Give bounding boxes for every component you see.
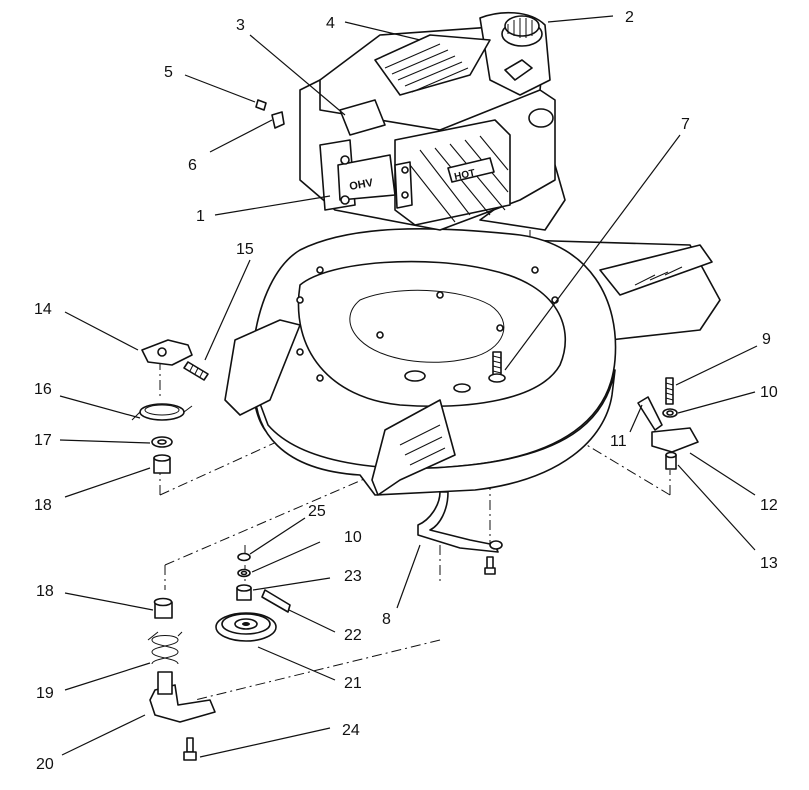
callout-24: 24 xyxy=(342,722,360,739)
callout-8: 8 xyxy=(382,611,391,628)
blade-adapter-assembly xyxy=(215,552,291,642)
engine: OHV HOT xyxy=(299,11,556,231)
callout-10a: 10 xyxy=(760,384,778,401)
lower-pivot-assembly xyxy=(147,597,216,761)
callout-12: 12 xyxy=(760,497,778,514)
callout-1: 1 xyxy=(196,208,205,225)
bolt-7 xyxy=(488,351,506,383)
callout-25: 25 xyxy=(308,503,326,520)
hot-label: HOT xyxy=(453,168,476,183)
callout-15: 15 xyxy=(236,241,254,258)
callout-3: 3 xyxy=(236,17,245,34)
height-adjuster-assembly xyxy=(637,377,699,470)
leader-lines xyxy=(59,15,758,758)
callout-16: 16 xyxy=(34,381,52,398)
callout-4: 4 xyxy=(326,15,335,32)
bracket-8 xyxy=(417,491,503,575)
callout-23: 23 xyxy=(344,568,362,585)
callout-9: 9 xyxy=(762,331,771,348)
callout-14: 14 xyxy=(34,301,52,318)
callout-22: 22 xyxy=(344,627,362,644)
callout-7: 7 xyxy=(681,116,690,133)
callout-10b: 10 xyxy=(344,529,362,546)
callout-2: 2 xyxy=(625,9,634,26)
callout-19: 19 xyxy=(36,685,54,702)
left-pivot-assembly xyxy=(131,339,209,474)
screw-5 xyxy=(255,99,267,111)
ohv-label: OHV xyxy=(348,177,374,193)
mower-deck xyxy=(224,164,721,496)
callout-18b: 18 xyxy=(36,583,54,600)
callout-5: 5 xyxy=(164,64,173,81)
callout-21: 21 xyxy=(344,675,362,692)
callout-numbers: 3 4 2 5 6 1 7 15 14 16 17 18 9 10 11 12 … xyxy=(34,9,778,773)
callout-11: 11 xyxy=(610,433,627,450)
callout-20: 20 xyxy=(36,756,54,773)
callout-18a: 18 xyxy=(34,497,52,514)
clip-6 xyxy=(271,111,285,129)
callout-17: 17 xyxy=(34,432,52,449)
callout-13: 13 xyxy=(760,555,778,572)
callout-6: 6 xyxy=(188,157,197,174)
